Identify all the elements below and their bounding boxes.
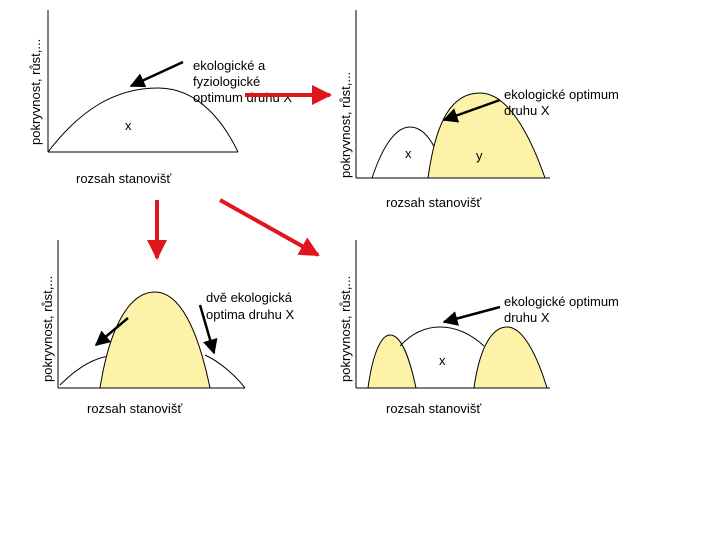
- curve-label-x: x: [125, 118, 132, 133]
- annotation: dvě ekologická optima druhu X: [206, 290, 296, 322]
- annotation-line-1: dvě ekologická: [206, 290, 293, 305]
- x-axis-label: rozsah stanovišť: [87, 401, 182, 416]
- y-axis-label: pokryvnost, růst,...: [40, 276, 55, 382]
- annotation-line-1: ekologické a: [193, 58, 266, 73]
- y-axis-label: pokryvnost, růst,...: [338, 72, 353, 178]
- y-axis-label: pokryvnost, růst,...: [338, 276, 353, 382]
- species-curve: [47, 87, 239, 153]
- species-curve-middle: [399, 326, 485, 347]
- optimum-arrow: [129, 60, 184, 88]
- optimum-arrow-left: [94, 317, 129, 346]
- x-axis-label: rozsah stanovišť: [386, 195, 481, 210]
- annotation: ekologické optimum druhu X: [504, 87, 623, 118]
- panel-top-left: pokryvnost, růst,... ekologické a fyziol…: [28, 10, 292, 186]
- x-axis-label: rozsah stanovišť: [386, 401, 481, 416]
- annotation: ekologické a fyziologické optimum druhu …: [193, 58, 292, 105]
- annotation-line-2: fyziologické: [193, 74, 260, 89]
- optimum-arrow: [442, 98, 501, 123]
- panel-top-right: pokryvnost, růst,... ekologické optimum …: [338, 10, 623, 210]
- y-axis-label: pokryvnost, růst,...: [28, 39, 43, 145]
- annotation-line-1: ekologické optimum: [504, 294, 619, 309]
- annotation: ekologické optimum druhu X: [504, 294, 623, 325]
- curve-label-x: x: [439, 353, 446, 368]
- species-curve-left: [59, 355, 111, 386]
- x-axis-label: rozsah stanovišť: [76, 171, 171, 186]
- annotation-line-1: ekologické optimum: [504, 87, 619, 102]
- curve-label-y: y: [476, 148, 483, 163]
- species-fill-right: [473, 326, 548, 389]
- panel-bottom-left: pokryvnost, růst,... dvě ekologická opti…: [40, 240, 296, 416]
- annotation-line-2: optima druhu X: [206, 307, 294, 322]
- panel-bottom-right: pokryvnost, růst,... ekologické optimum …: [338, 240, 623, 416]
- annotation-line-3: optimum druhu X: [193, 90, 292, 105]
- optimum-arrow-right: [198, 304, 218, 355]
- transition-arrows: [147, 85, 332, 260]
- species-curve-right: [204, 354, 246, 389]
- species-fill: [99, 291, 211, 389]
- annotation-line-2: druhu X: [504, 310, 550, 325]
- optimum-arrow: [442, 305, 501, 326]
- species-fill-left: [367, 334, 417, 389]
- species-x-curve: [371, 126, 439, 179]
- annotation-line-2: druhu X: [504, 103, 550, 118]
- arrow-diagonal: [219, 198, 320, 257]
- curve-label-x: x: [405, 146, 412, 161]
